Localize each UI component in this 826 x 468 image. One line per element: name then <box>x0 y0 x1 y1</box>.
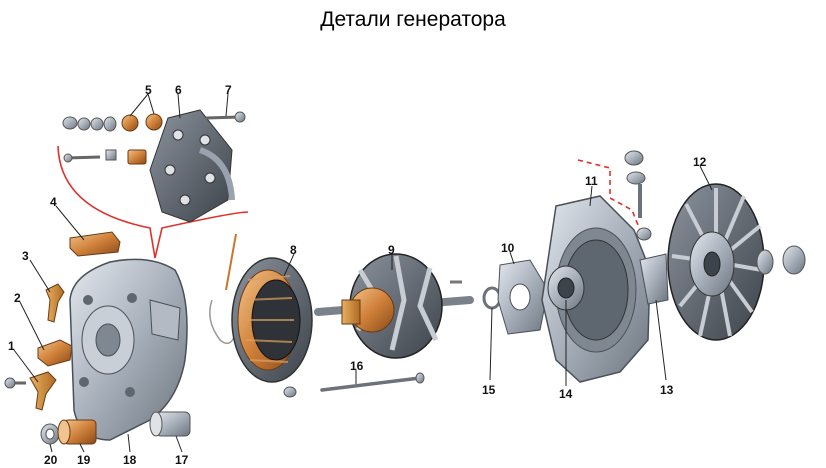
rectifier-group-bracket <box>57 145 249 259</box>
rear-housing-part-18 <box>69 258 188 441</box>
regulator-part-2 <box>37 339 73 367</box>
washer-part-15 <box>482 286 502 310</box>
dashed-bracket <box>577 159 641 231</box>
diagram-title: Детали генератора <box>320 8 506 31</box>
leader-lines <box>13 93 713 453</box>
callout-12: 12 <box>693 155 707 169</box>
callout-17: 17 <box>175 453 189 467</box>
callout-20: 20 <box>44 453 58 467</box>
front-housing-part-11 <box>541 195 651 383</box>
fan-pulley-part-12 <box>667 183 765 341</box>
stator-part-8 <box>209 233 313 383</box>
callout-18: 18 <box>123 453 137 467</box>
rotor-part-9 <box>314 253 474 359</box>
callout-11: 11 <box>585 174 598 188</box>
callout-1: 1 <box>8 339 15 353</box>
callout-5: 5 <box>145 83 152 97</box>
bolt-part-13 <box>639 253 669 305</box>
callout-numbers: 1 2 3 4 5 6 7 8 9 10 11 12 13 14 15 16 1… <box>8 83 707 467</box>
tensioner-hardware <box>624 150 652 241</box>
callout-10: 10 <box>501 241 515 255</box>
bolt-part-7 <box>205 111 246 123</box>
callout-14: 14 <box>559 387 573 401</box>
sleeve-part-17 <box>149 411 191 437</box>
screw-and-clips <box>63 149 147 165</box>
callout-16: 16 <box>350 359 364 373</box>
callout-15: 15 <box>482 383 496 397</box>
rectifier-plate-part-6 <box>149 109 235 223</box>
callout-7: 7 <box>225 83 232 97</box>
bushing-part-19 <box>57 419 97 445</box>
callout-6: 6 <box>175 83 182 97</box>
long-bolt-part-16 <box>320 372 425 392</box>
callout-3: 3 <box>22 249 29 263</box>
nuts-washers-part-5 <box>62 113 163 132</box>
bearing-part-14 <box>547 265 585 311</box>
brush-assembly-part-1 <box>4 371 57 411</box>
callout-9: 9 <box>388 243 395 257</box>
callout-19: 19 <box>77 453 91 467</box>
callout-2: 2 <box>14 291 21 305</box>
brush-holder-part-3 <box>45 283 65 323</box>
pulley-washer-nut <box>756 245 806 275</box>
ring-part-20 <box>40 423 60 445</box>
capacitor-part-4 <box>69 231 121 257</box>
callout-4: 4 <box>50 195 57 209</box>
callout-13: 13 <box>660 383 674 397</box>
spacer-plate-part-10 <box>497 259 549 335</box>
callout-8: 8 <box>290 243 297 257</box>
stator-nut <box>283 386 297 398</box>
